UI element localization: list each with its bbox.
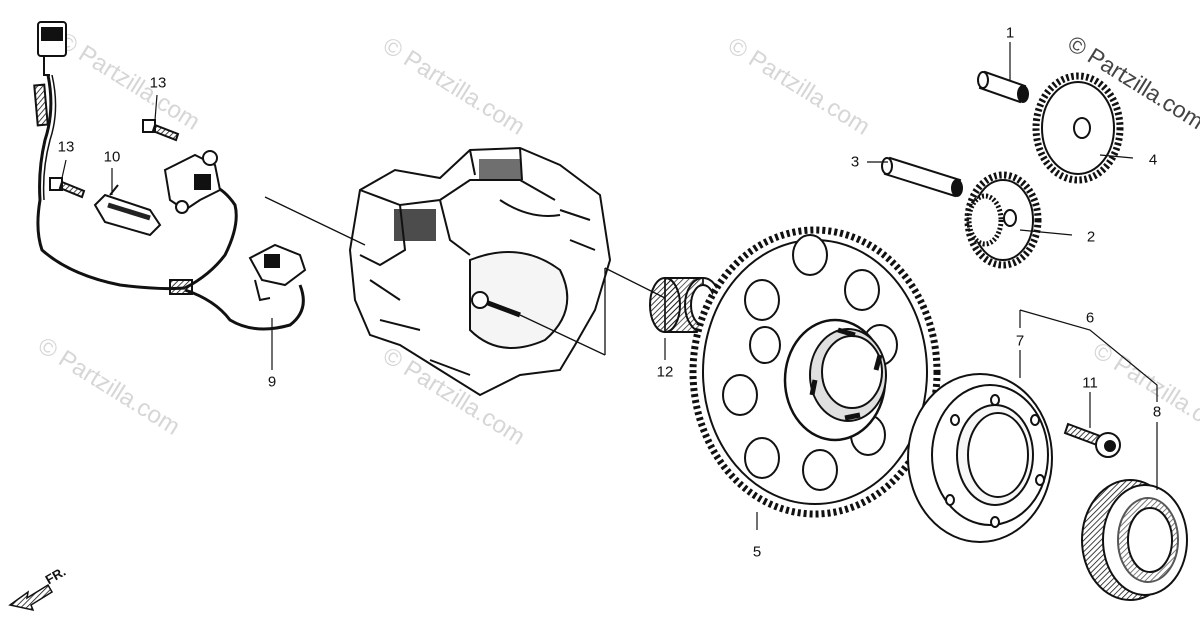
callout-13: 13	[57, 138, 75, 156]
idle-gear-small	[964, 171, 1042, 269]
pulse-generator-harness	[33, 21, 307, 331]
starter-clutch-outer	[907, 373, 1053, 543]
engine-block	[348, 146, 612, 397]
callout-1: 1	[1005, 24, 1015, 42]
starter-driven-gear	[689, 226, 941, 518]
callout-11: 11	[1082, 374, 1098, 392]
callout-9: 9	[267, 373, 277, 391]
bolt-lower	[49, 177, 86, 199]
front-direction-arrow	[8, 583, 54, 612]
callout-4: 4	[1148, 151, 1158, 169]
callout-13: 13	[149, 74, 167, 92]
callout-2: 2	[1086, 228, 1096, 246]
socket-bolt	[1063, 422, 1121, 458]
callout-8: 8	[1152, 403, 1162, 421]
callout-6: 6	[1085, 309, 1095, 327]
long-shaft	[881, 156, 963, 198]
one-way-clutch	[1081, 479, 1188, 601]
bolt-upper	[142, 119, 180, 142]
callout-12: 12	[656, 363, 674, 381]
callout-3: 3	[850, 153, 860, 171]
idle-gear-large	[1032, 72, 1124, 184]
short-shaft	[977, 70, 1029, 104]
callout-10: 10	[103, 148, 121, 166]
callout-5: 5	[752, 543, 762, 561]
wire-clamp	[93, 184, 162, 237]
callout-7: 7	[1015, 332, 1025, 350]
